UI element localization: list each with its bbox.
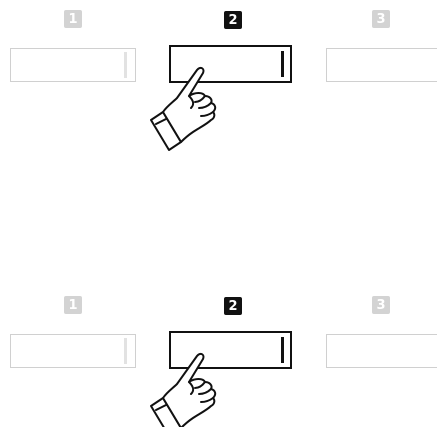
panel-button-1[interactable] [10,48,136,82]
led-indicator-icon [281,337,284,363]
number-badge-3: 3 [372,10,390,28]
led-indicator-icon [124,52,127,78]
led-indicator-icon [124,338,127,364]
number-badge-1: 1 [64,10,82,28]
number-badge-2: 2 [224,297,242,315]
panel-button-3[interactable] [326,48,437,82]
panel-button-3[interactable] [326,334,437,368]
button-diagram-top: 1 2 3 [0,0,437,160]
pointing-hand-icon [147,348,225,427]
pointing-hand-icon [147,62,225,152]
number-badge-1: 1 [64,296,82,314]
number-badge-2: 2 [224,11,242,29]
panel-button-1[interactable] [10,334,136,368]
button-diagram-bottom: 1 2 3 [0,286,437,427]
number-badge-3: 3 [372,296,390,314]
led-indicator-icon [281,51,284,77]
